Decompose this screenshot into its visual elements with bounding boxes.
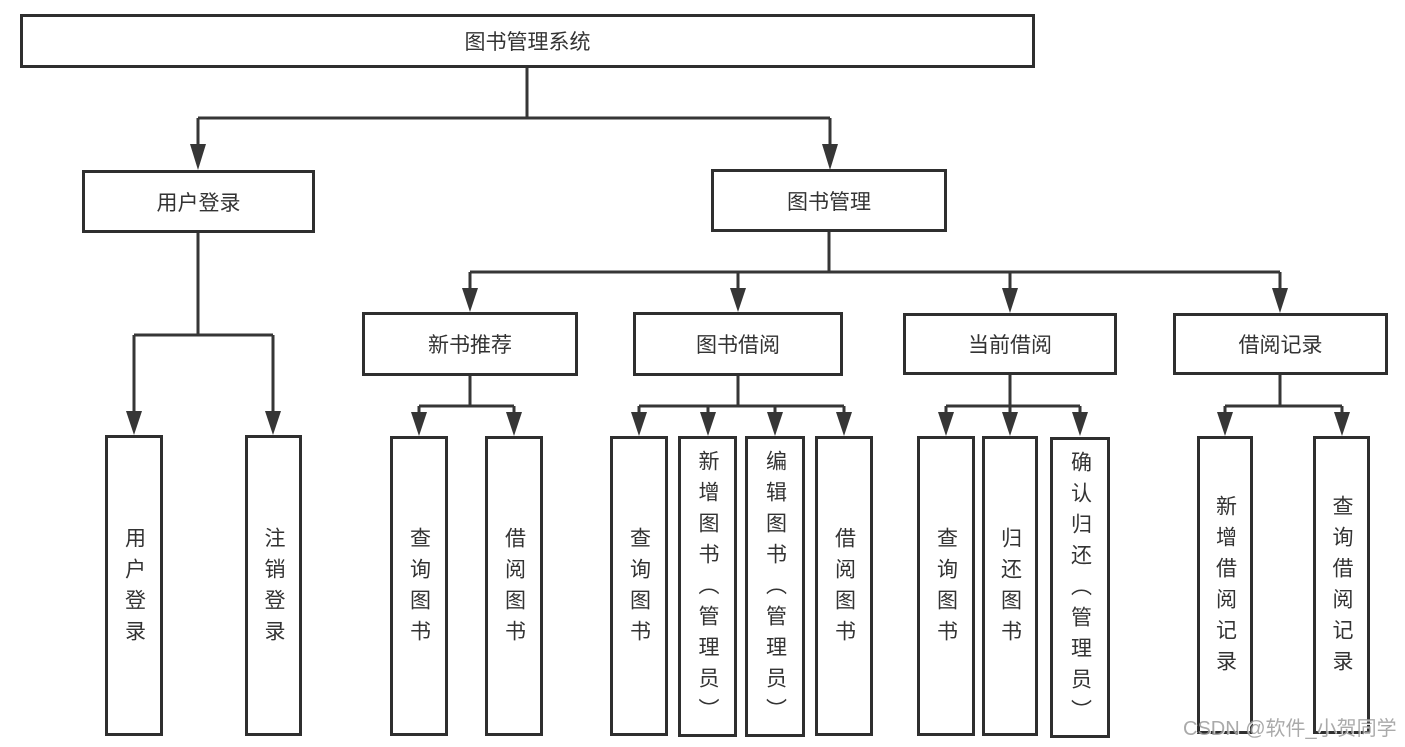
- leaf-confirm-return-admin: 确认归还（管理员）: [1050, 437, 1110, 738]
- leaf-borrow-book-recommend: 借阅图书: [485, 436, 543, 736]
- csdn-watermark: CSDN @软件_小贺同学: [1183, 718, 1397, 740]
- node-user-login: 用户登录: [82, 170, 315, 233]
- leaf-add-borrow-record: 新增借阅记录: [1197, 436, 1253, 734]
- leaf-edit-book-admin: 编辑图书（管理员）: [745, 436, 805, 737]
- leaf-query-borrow-record: 查询借阅记录: [1313, 436, 1370, 734]
- node-book-borrow: 图书借阅: [633, 312, 843, 376]
- leaf-query-book-recommend: 查询图书: [390, 436, 448, 736]
- node-new-book-recommend: 新书推荐: [362, 312, 578, 376]
- leaf-user-login: 用户登录: [105, 435, 163, 736]
- node-current-borrow: 当前借阅: [903, 313, 1117, 375]
- leaf-logout: 注销登录: [245, 435, 302, 736]
- leaf-query-book-current: 查询图书: [917, 436, 975, 736]
- leaf-query-book-borrow: 查询图书: [610, 436, 668, 736]
- leaf-borrow-book: 借阅图书: [815, 436, 873, 736]
- leaf-add-book-admin: 新增图书（管理员）: [678, 436, 737, 737]
- arrowheads: [126, 144, 1350, 436]
- leaf-return-book: 归还图书: [982, 436, 1038, 736]
- node-root: 图书管理系统: [20, 14, 1035, 68]
- node-borrow-record: 借阅记录: [1173, 313, 1388, 375]
- node-book-management: 图书管理: [711, 169, 947, 232]
